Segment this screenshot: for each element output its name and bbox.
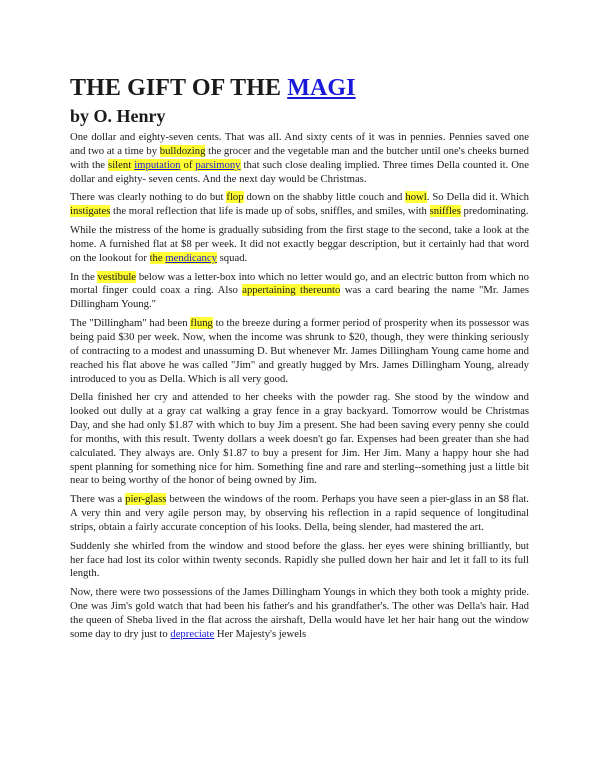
paragraph: Now, there were two possessions of the J… bbox=[70, 586, 529, 641]
text-run: While the mistress of the home is gradua… bbox=[70, 224, 529, 264]
text-run: between the windows of the room. Perhaps… bbox=[70, 493, 529, 533]
text-run: down on the shabby little couch and bbox=[243, 191, 406, 204]
title-text: THE GIFT OF THE bbox=[70, 75, 288, 101]
paragraph: In the vestibule below was a letter-box … bbox=[70, 270, 529, 313]
highlighted-word: bulldozing bbox=[159, 144, 206, 157]
text-run: Suddenly she whirled from the window and… bbox=[70, 539, 529, 580]
text-run: Now, there were two possessions of the J… bbox=[70, 586, 529, 640]
highlighted-word: instigates bbox=[70, 205, 111, 218]
paragraph: While the mistress of the home is gradua… bbox=[70, 224, 529, 266]
text-run: . So Della did it. Which bbox=[426, 191, 530, 204]
paragraph: One dollar and eighty-seven cents. That … bbox=[70, 131, 529, 186]
author-byline: by O. Henry bbox=[70, 106, 166, 126]
highlighted-word: pier-glass bbox=[125, 493, 167, 506]
text-run: In the bbox=[70, 270, 98, 283]
text-run: One dollar and eighty-seven cents. That … bbox=[70, 131, 529, 157]
highlighted-word: flop bbox=[226, 191, 244, 204]
highlighted-word: silent bbox=[108, 158, 135, 171]
text-run: There was clearly nothing to do but bbox=[70, 191, 227, 204]
text-run: was a card bearing the name "Mr. James D… bbox=[70, 284, 529, 311]
text-run: The "Dillingham" had been bbox=[70, 317, 191, 330]
highlighted-word: the bbox=[149, 251, 166, 264]
text-run: Her Majesty's jewels bbox=[214, 627, 307, 640]
text-run: the grocer and the vegetable man and the… bbox=[70, 144, 529, 171]
document-body: THE GIFT OF THE MAGI by O. Henry One dol… bbox=[70, 74, 529, 647]
highlighted-word: sniffles bbox=[429, 205, 461, 218]
text-run: the moral reflection that life is made u… bbox=[110, 205, 430, 218]
text-run: to the breeze during a former period of … bbox=[70, 317, 529, 385]
vocab-link[interactable]: parsimony bbox=[195, 158, 241, 171]
highlighted-word: flung bbox=[190, 317, 213, 330]
paragraph: There was clearly nothing to do but flop… bbox=[70, 191, 529, 219]
highlighted-word: howl bbox=[405, 191, 427, 204]
highlighted-word: vestibule bbox=[97, 270, 137, 283]
text-run: below was a letter-box into which no let… bbox=[70, 270, 529, 297]
vocab-link[interactable]: imputation bbox=[134, 158, 181, 171]
text-run: squad. bbox=[216, 251, 248, 264]
paragraph: The "Dillingham" had been flung to the b… bbox=[70, 317, 529, 386]
story-text: One dollar and eighty-seven cents. That … bbox=[70, 131, 529, 642]
paragraph: There was a pier-glass between the windo… bbox=[70, 493, 529, 535]
vocab-link[interactable]: mendicancy bbox=[165, 251, 217, 264]
text-run: that such close dealing implied. Three t… bbox=[70, 158, 530, 185]
text-run: Della finished her cry and attended to h… bbox=[70, 391, 529, 487]
highlighted-word: of bbox=[180, 158, 196, 171]
text-run: There was a bbox=[70, 493, 126, 506]
paragraph: Della finished her cry and attended to h… bbox=[70, 391, 529, 488]
page-title: THE GIFT OF THE MAGI bbox=[70, 74, 529, 102]
title-magi-link[interactable]: MAGI bbox=[287, 75, 356, 101]
highlighted-word: appertaining thereunto bbox=[242, 284, 341, 297]
text-run: predominating. bbox=[460, 205, 529, 218]
vocab-link[interactable]: depreciate bbox=[170, 627, 215, 640]
paragraph: Suddenly she whirled from the window and… bbox=[70, 540, 529, 582]
